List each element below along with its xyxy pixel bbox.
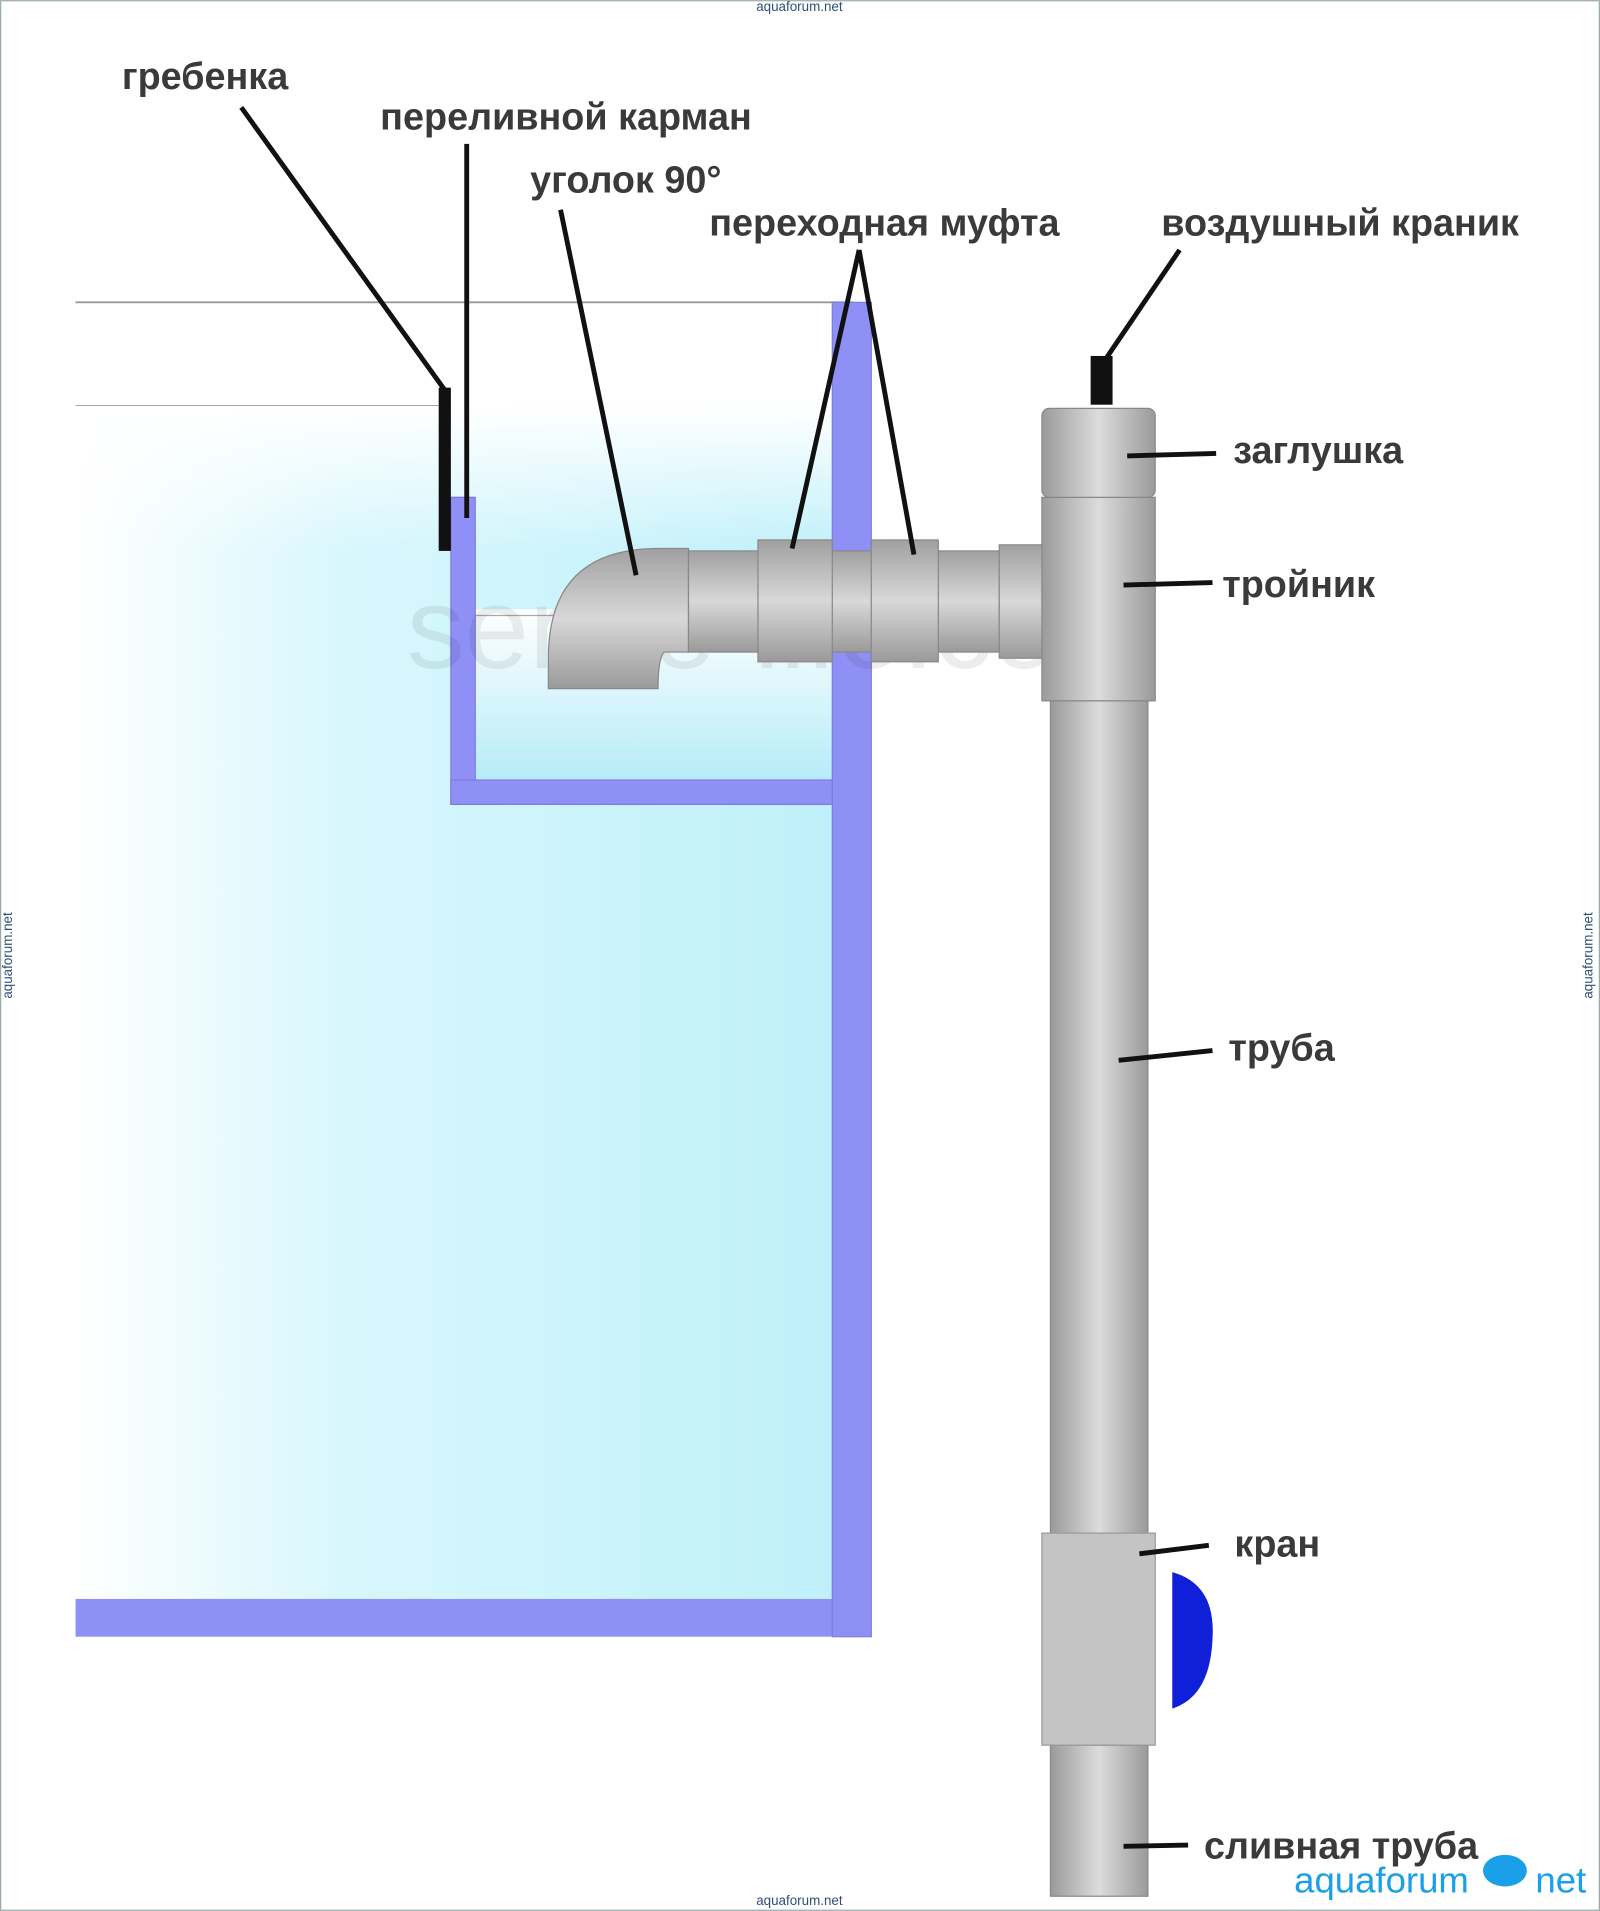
label-comb: гребенка xyxy=(122,56,289,98)
horizontal-pipe xyxy=(687,550,1000,653)
comb xyxy=(438,387,451,551)
ball-valve xyxy=(1041,1532,1156,1746)
leader-valve xyxy=(1139,1542,1210,1557)
watermark-left: aquaforum.net xyxy=(0,912,15,999)
end-cap xyxy=(1041,407,1156,498)
label-valve: кран xyxy=(1234,1523,1320,1565)
vertical-pipe xyxy=(1049,700,1149,1537)
coupling-2 xyxy=(870,539,939,663)
label-tee: тройник xyxy=(1222,564,1375,606)
pocket-bottom-glass xyxy=(450,779,833,806)
watermark-bottom: aquaforum.net xyxy=(756,1893,843,1908)
coupling-1 xyxy=(757,539,833,663)
tank-wall-glass xyxy=(831,301,872,1638)
leader-tee xyxy=(1123,580,1213,588)
label-air-valve: воздушный краник xyxy=(1161,202,1519,244)
watermark-right: aquaforum.net xyxy=(1581,912,1596,999)
valve-handle xyxy=(1172,1572,1213,1709)
label-drain-pipe: сливная труба xyxy=(1204,1825,1479,1867)
logo-net: net xyxy=(1535,1860,1586,1901)
label-coupling: переходная муфта xyxy=(709,202,1060,244)
tee-branch xyxy=(998,544,1049,659)
tee xyxy=(1041,496,1156,702)
leader-elbow xyxy=(558,209,639,576)
logo-text: aquaforum xyxy=(1294,1860,1469,1901)
tank-bottom-glass xyxy=(75,1598,872,1637)
leader-air-valve xyxy=(1100,248,1182,365)
watermark-top: aquaforum.net xyxy=(756,0,843,14)
label-elbow: уголок 90° xyxy=(530,160,721,202)
leader-pipe xyxy=(1118,1048,1213,1063)
leader-comb xyxy=(239,105,447,392)
leader-coupling xyxy=(789,249,917,556)
leader-drain xyxy=(1123,1842,1189,1849)
aquaforum-logo: aquaforum net xyxy=(1294,1854,1586,1901)
elbow-90 xyxy=(547,547,690,690)
label-overflow-pocket: переливной карман xyxy=(380,96,752,138)
label-pipe: труба xyxy=(1228,1027,1335,1069)
label-cap: заглушка xyxy=(1233,430,1404,472)
air-valve xyxy=(1090,355,1113,405)
fish-icon xyxy=(1483,1854,1527,1887)
leader-cap xyxy=(1127,451,1217,459)
drain-pipe xyxy=(1049,1744,1149,1897)
